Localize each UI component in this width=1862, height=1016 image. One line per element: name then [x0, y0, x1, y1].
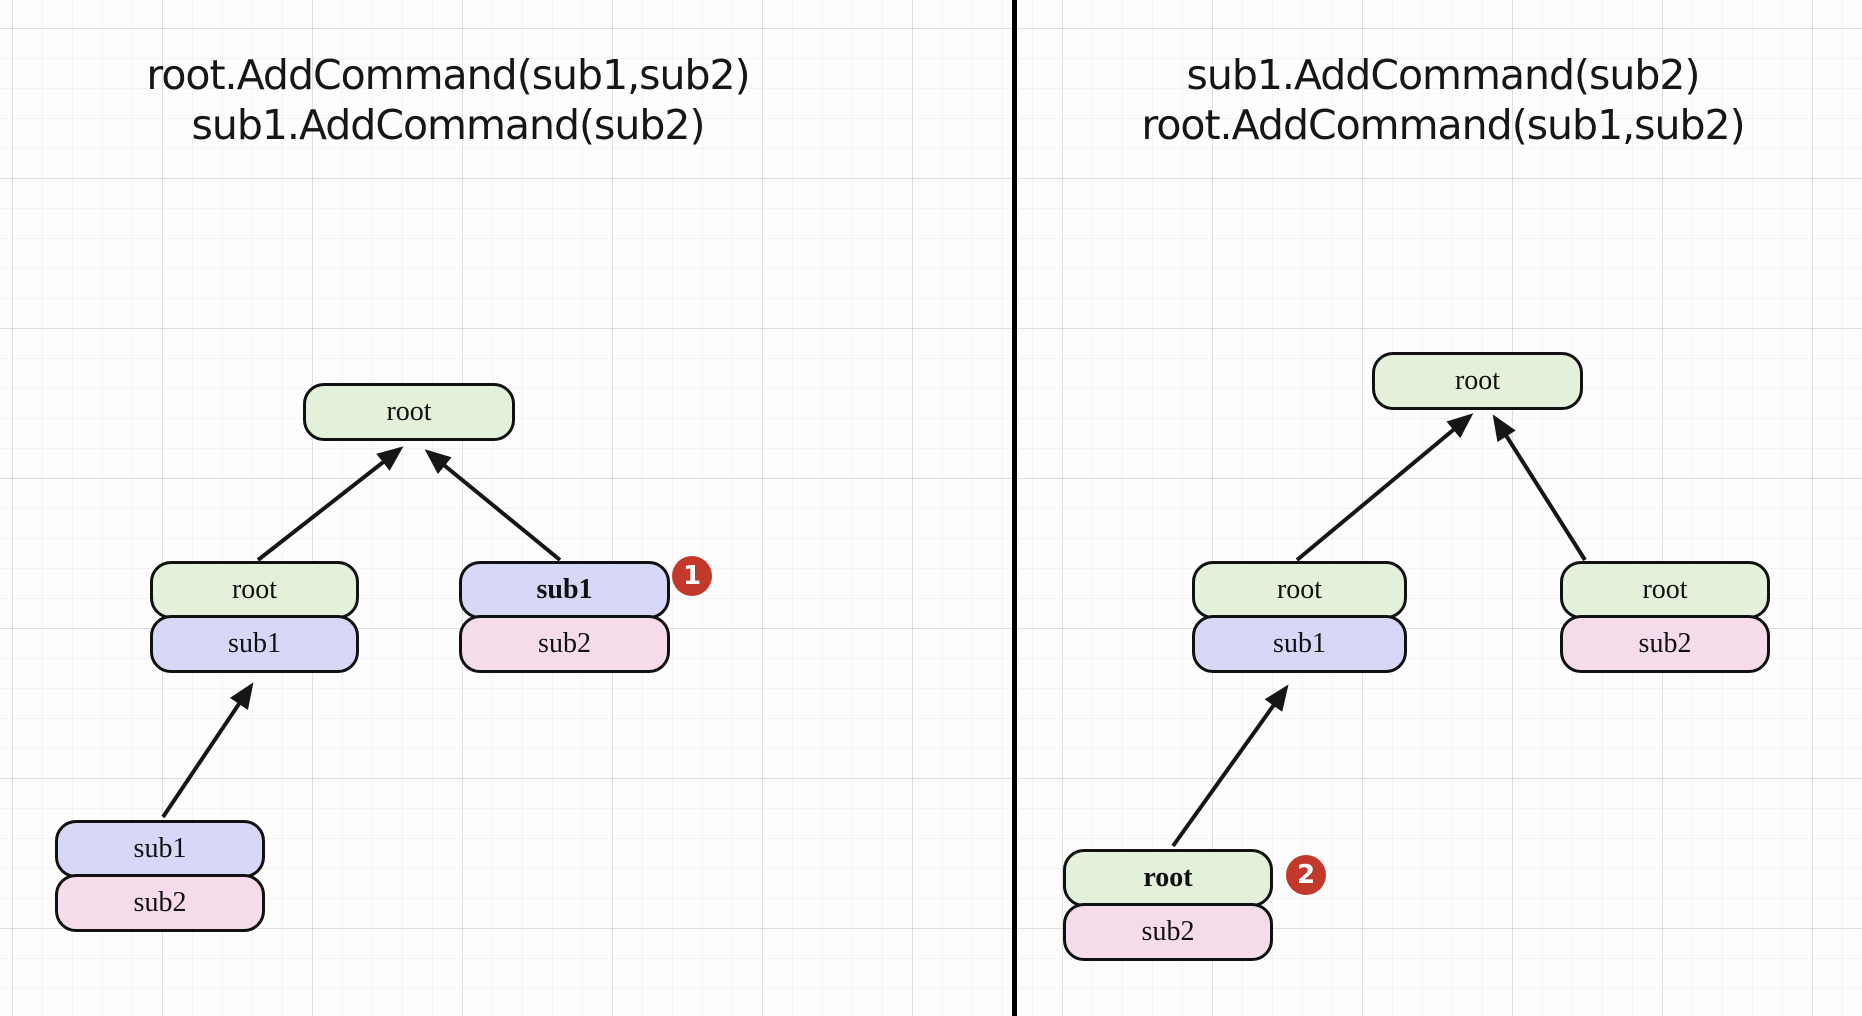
right-mid-left-stack: root sub1	[1192, 561, 1407, 673]
left-bottom-sub2-node: sub2	[55, 874, 265, 932]
left-mid-left-root-node: root	[150, 561, 359, 619]
right-mid-right-stack: root sub2	[1560, 561, 1770, 673]
arrow-right-bottom-to-midleft	[1171, 684, 1289, 848]
right-top-root-node: root	[1372, 352, 1583, 410]
right-title-line2: root.AddCommand(sub1,sub2)	[1141, 101, 1745, 149]
right-bottom-root-node: root	[1063, 849, 1273, 907]
left-bottom-sub1-node: sub1	[55, 820, 265, 878]
left-top-root-node: root	[303, 383, 515, 441]
left-mid-left-sub1-node: sub1	[150, 615, 359, 673]
left-panel-title: root.AddCommand(sub1,sub2) sub1.AddComma…	[93, 50, 803, 150]
arrow-right-midright-to-root	[1492, 414, 1587, 562]
right-bottom-stack: root sub2	[1063, 849, 1273, 961]
badge-1: 1	[672, 556, 712, 596]
left-mid-right-stack: sub1 sub2	[459, 561, 670, 673]
right-panel-title: sub1.AddCommand(sub2) root.AddCommand(su…	[1088, 50, 1798, 150]
left-mid-right-sub2-node: sub2	[459, 615, 670, 673]
left-title-line2: sub1.AddCommand(sub2)	[191, 101, 705, 149]
right-mid-right-sub2-node: sub2	[1560, 615, 1770, 673]
left-mid-right-sub1-node: sub1	[459, 561, 670, 619]
badge-2: 2	[1286, 855, 1326, 895]
right-mid-left-root-node: root	[1192, 561, 1407, 619]
arrow-right-midleft-to-root	[1295, 413, 1474, 562]
left-mid-left-stack: root sub1	[150, 561, 359, 673]
arrow-left-midright-to-root	[424, 449, 562, 562]
arrow-left-midleft-to-root	[256, 446, 404, 562]
right-title-line1: sub1.AddCommand(sub2)	[1186, 51, 1700, 99]
left-title-line1: root.AddCommand(sub1,sub2)	[146, 51, 750, 99]
panel-divider	[1012, 0, 1017, 1016]
arrow-left-bottom-to-midleft	[161, 682, 254, 819]
right-bottom-sub2-node: sub2	[1063, 903, 1273, 961]
right-mid-left-sub1-node: sub1	[1192, 615, 1407, 673]
left-bottom-stack: sub1 sub2	[55, 820, 265, 932]
right-mid-right-root-node: root	[1560, 561, 1770, 619]
